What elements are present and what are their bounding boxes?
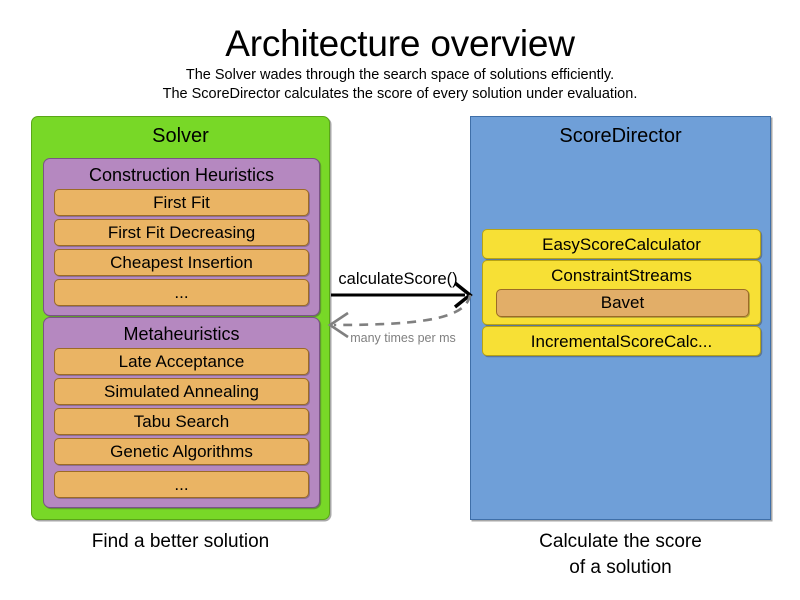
arrow-forward-label: calculateScore() [338, 270, 458, 288]
box-easy-score-calculator-label: EasyScoreCalculator [542, 235, 701, 254]
box-constraint-streams: ConstraintStreams Bavet [482, 260, 761, 325]
box-constraint-streams-label: ConstraintStreams [551, 266, 692, 285]
arrow-layer [327, 281, 473, 339]
item-metaheuristics-more: ... [54, 471, 309, 498]
item-cheapest-insertion: Cheapest Insertion [54, 249, 309, 276]
item-construction-more: ... [54, 279, 309, 306]
item-tabu-search: Tabu Search [54, 408, 309, 435]
group-metaheuristics: Metaheuristics Late Acceptance Simulated… [43, 317, 320, 508]
item-first-fit: First Fit [54, 189, 309, 216]
caption-scoredirector-line-2: of a solution [569, 557, 672, 578]
forward-arrow-icon [331, 281, 473, 309]
box-incremental-score-calculator: IncrementalScoreCalc... [482, 326, 761, 356]
item-first-fit-decreasing: First Fit Decreasing [54, 219, 309, 246]
arrow-return-label: many times per ms [350, 331, 456, 345]
page-title: Architecture overview [225, 23, 575, 64]
subtitle-line-2: The ScoreDirector calculates the score o… [162, 86, 638, 102]
caption-solver: Find a better solution [91, 531, 270, 552]
scoredirector-panel-title: ScoreDirector [559, 125, 682, 147]
caption-scoredirector-line-1: Calculate the score [539, 531, 702, 552]
box-incremental-score-calculator-label: IncrementalScoreCalc... [530, 332, 713, 351]
item-genetic-algorithms: Genetic Algorithms [54, 438, 309, 465]
solver-panel: Solver Construction Heuristics First Fit… [31, 116, 330, 520]
subtitle-line-1: The Solver wades through the search spac… [185, 67, 615, 83]
diagram-header: Architecture overview The Solver wades t… [0, 22, 800, 104]
group-construction-heuristics-title: Construction Heuristics [88, 165, 275, 185]
caption-scoredirector: Calculate the score of a solution [470, 529, 771, 581]
scoredirector-panel: ScoreDirector EasyScoreCalculator Constr… [470, 116, 771, 520]
box-bavet: Bavet [496, 289, 749, 317]
item-simulated-annealing: Simulated Annealing [54, 378, 309, 405]
group-metaheuristics-title: Metaheuristics [123, 324, 240, 344]
return-arrow-icon [327, 294, 472, 339]
group-construction-heuristics: Construction Heuristics First Fit First … [43, 158, 320, 316]
solver-panel-title: Solver [152, 125, 209, 147]
item-late-acceptance: Late Acceptance [54, 348, 309, 375]
box-easy-score-calculator: EasyScoreCalculator [482, 229, 761, 259]
